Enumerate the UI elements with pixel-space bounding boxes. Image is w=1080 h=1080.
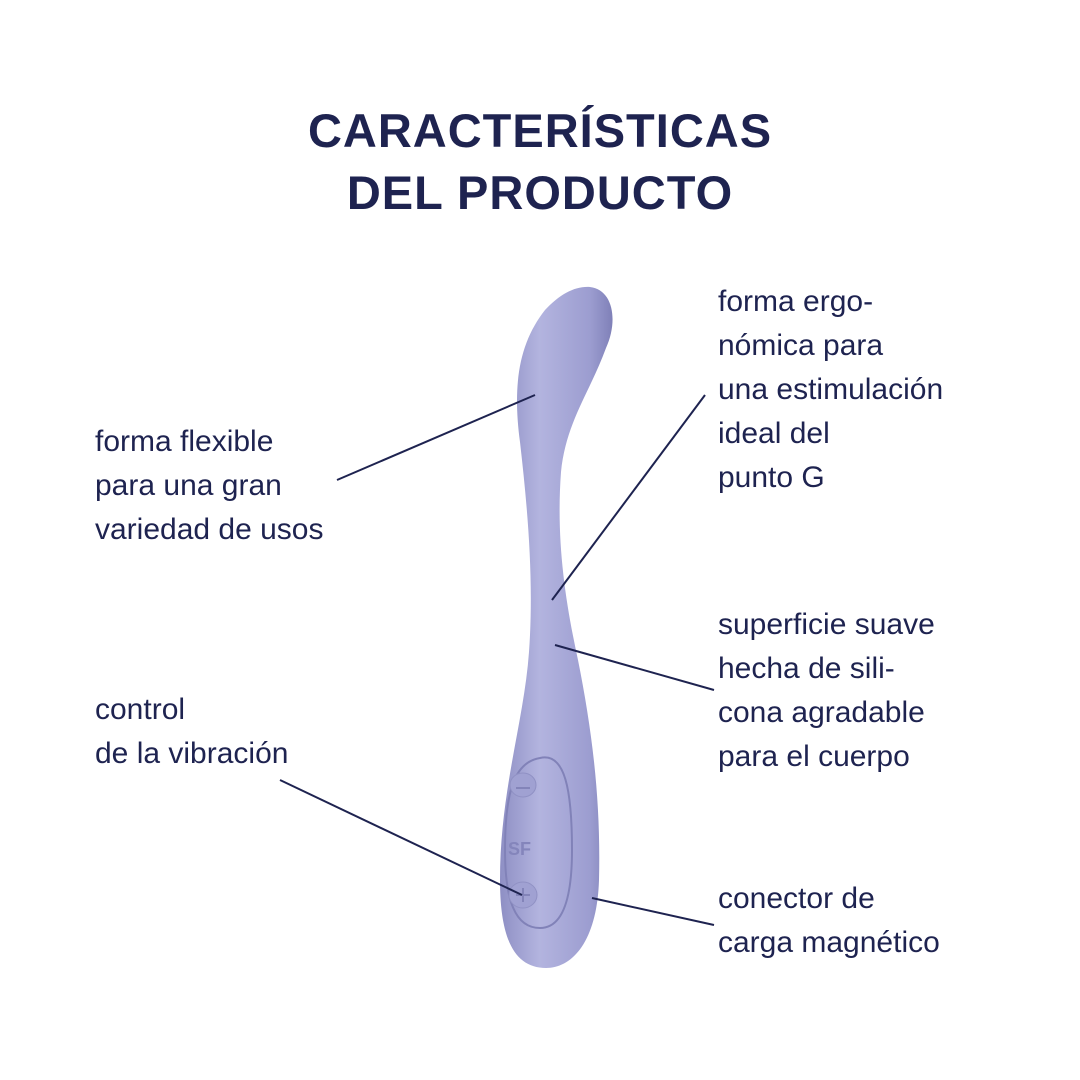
feature-text: variedad de usos <box>95 513 324 546</box>
page-title: CARACTERÍSTICAS DEL PRODUCTO <box>0 100 1080 224</box>
title-line-2: DEL PRODUCTO <box>346 166 734 219</box>
callout-line-charger <box>591 897 715 926</box>
feature-text: punto G <box>718 461 825 494</box>
feature-text: una estimulación <box>718 373 944 406</box>
feature-text: ideal del <box>718 417 830 450</box>
brand-logo-icon: SF <box>508 839 531 859</box>
feature-surface: superficie suave hecha de sili- cona agr… <box>718 603 935 779</box>
callout-line-control <box>279 779 523 896</box>
feature-text: conector de <box>718 882 875 915</box>
feature-text: de la vibración <box>95 737 289 770</box>
minus-button-icon <box>509 772 537 798</box>
product-body <box>500 286 613 968</box>
feature-control: control de la vibración <box>95 688 288 776</box>
feature-text: cona agradable <box>718 696 925 729</box>
control-panel <box>503 756 574 930</box>
title-line-1: CARACTERÍSTICAS <box>307 104 773 157</box>
feature-text: para el cuerpo <box>718 740 910 773</box>
feature-text: carga magnético <box>718 926 940 959</box>
callout-line-ergonomic <box>551 394 706 601</box>
callout-lines <box>279 394 715 926</box>
feature-text: hecha de sili- <box>718 652 895 685</box>
feature-text: forma flexible <box>95 425 274 458</box>
feature-charger: conector de carga magnético <box>718 877 940 965</box>
feature-text: nómica para <box>718 329 884 362</box>
feature-text: para una gran <box>95 469 282 502</box>
feature-text: forma ergo- <box>718 285 874 318</box>
feature-text: superficie suave <box>718 608 935 641</box>
feature-ergonomic: forma ergo- nómica para una estimulación… <box>718 280 943 500</box>
callout-line-flexible <box>336 394 536 481</box>
callout-line-surface <box>554 644 715 691</box>
feature-flexible: forma flexible para una gran variedad de… <box>95 420 324 552</box>
feature-text: control <box>95 693 186 726</box>
